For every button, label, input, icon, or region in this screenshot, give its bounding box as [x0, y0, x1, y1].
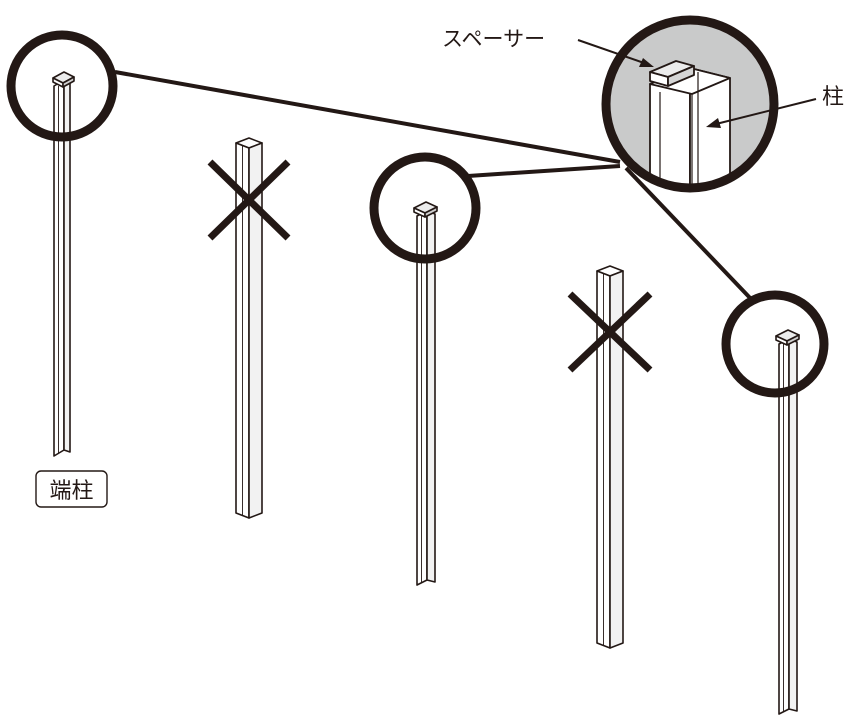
ring-end-post: [6, 30, 118, 142]
end-post-label-box: [35, 470, 108, 508]
post-excluded-1: [235, 137, 263, 519]
post-middle: [413, 201, 438, 586]
callout-rings: [6, 30, 829, 398]
end-post-label: 端柱: [49, 479, 93, 504]
ring-right-post: [721, 290, 829, 398]
ring-middle-post: [369, 152, 481, 264]
post-right: [775, 329, 800, 715]
zoom-detail: [601, 15, 779, 193]
cross-mark-icon: [207, 159, 291, 241]
post-end: [52, 71, 75, 457]
connector-end-post: [114, 70, 621, 164]
cross-mark-icon: [567, 291, 653, 373]
spacer-arrow: [577, 39, 654, 67]
post-label: 柱: [822, 85, 844, 110]
post-arrow: [706, 98, 817, 128]
spacer-label: スペーサー: [442, 27, 545, 51]
connector-lines: [114, 70, 754, 302]
connector-middle-post: [467, 164, 621, 178]
connector-right-post: [624, 166, 754, 302]
